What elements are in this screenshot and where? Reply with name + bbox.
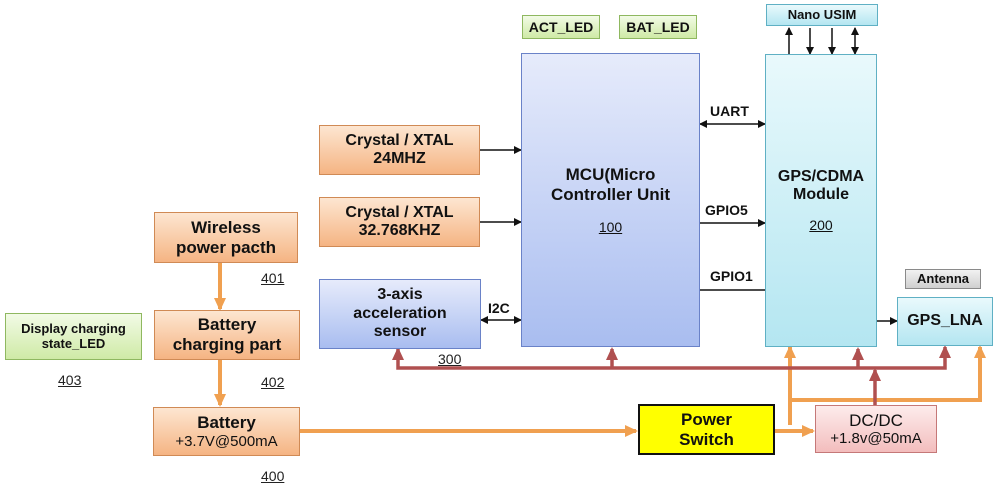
crystal-24mhz-line2: 24MHZ [373,150,425,168]
nano-usim-box: Nano USIM [766,4,878,26]
gps-title-line2: Module [793,186,849,204]
gps-cdma-module-block: GPS/CDMA Module 200 [765,54,877,347]
mcu-block: MCU(Micro Controller Unit 100 [521,53,700,347]
accel-sensor-box: 3-axis acceleration sensor [319,279,481,349]
battery-line2: +3.7V@500mA [175,433,277,450]
display-led-ref: 403 [58,372,81,388]
bat-led-label: BAT_LED [626,19,690,35]
mcu-title-line2: Controller Unit [551,185,670,205]
power-switch-line1: Power [681,410,732,430]
dcdc-bus-line [398,347,945,368]
accel-ref: 300 [438,351,461,367]
charging-line1: Battery [198,315,257,335]
dcdc-line2: +1.8v@50mA [830,430,922,447]
gps-ref: 200 [809,217,832,233]
dcdc-line1: DC/DC [849,411,903,431]
switch-to-lna-line [790,347,980,400]
power-switch-box: Power Switch [638,404,775,455]
crystal-32khz-line2: 32.768KHZ [359,222,441,240]
gpio1-label: GPIO1 [710,268,753,284]
crystal-24mhz-box: Crystal / XTAL 24MHZ [319,125,480,175]
battery-box: Battery +3.7V@500mA [153,407,300,456]
battery-charging-box: Battery charging part [154,310,300,360]
gpio5-label: GPIO5 [705,202,748,218]
display-led-line1: Display charging [21,322,126,337]
battery-line1: Battery [197,413,256,433]
dcdc-box: DC/DC +1.8v@50mA [815,405,937,453]
wireless-power-box: Wireless power pacth [154,212,298,263]
battery-ref: 400 [261,468,284,484]
gps-lna-box: GPS_LNA [897,297,993,346]
act-led-label: ACT_LED [529,19,594,35]
display-led-line2: state_LED [42,337,106,352]
accel-line2: acceleration [353,305,446,323]
accel-line1: 3-axis [377,286,422,304]
crystal-32khz-box: Crystal / XTAL 32.768KHZ [319,197,480,247]
display-charging-led-box: Display charging state_LED [5,313,142,360]
charging-ref: 402 [261,374,284,390]
wireless-line2: power pacth [176,238,276,258]
power-switch-line2: Switch [679,430,734,450]
accel-line3: sensor [374,323,426,341]
wireless-line1: Wireless [191,218,261,238]
uart-label: UART [710,103,749,119]
i2c-label: I2C [488,300,510,316]
mcu-ref: 100 [599,219,622,235]
gps-lna-label: GPS_LNA [907,312,983,330]
crystal-32khz-line1: Crystal / XTAL [345,204,453,222]
nano-usim-label: Nano USIM [788,8,857,23]
charging-line2: charging part [173,335,282,355]
antenna-label: Antenna [917,272,969,287]
antenna-box: Antenna [905,269,981,289]
wireless-ref: 401 [261,270,284,286]
supply-lines [398,347,945,405]
gps-title-line1: GPS/CDMA [778,168,864,186]
crystal-24mhz-line1: Crystal / XTAL [345,132,453,150]
act-led-box: ACT_LED [522,15,600,39]
mcu-title-line1: MCU(Micro [566,165,656,185]
bat-led-box: BAT_LED [619,15,697,39]
